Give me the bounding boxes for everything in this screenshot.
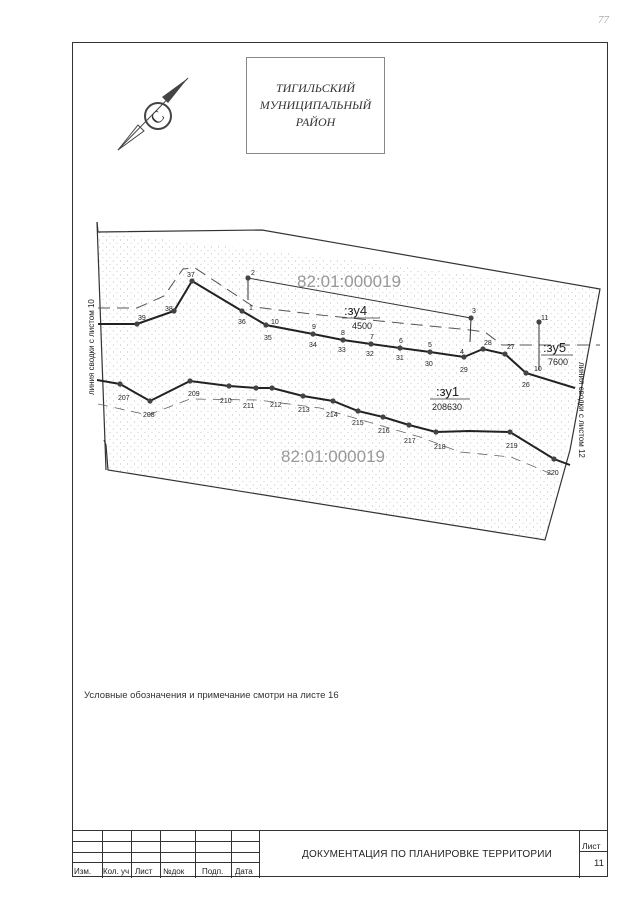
point-label-207: 207 bbox=[118, 395, 130, 402]
stamp-label-ndok: №док bbox=[163, 867, 185, 876]
stamp-label-data: Дата bbox=[235, 867, 253, 876]
parcel-zu4-name: :зу4 bbox=[344, 303, 367, 318]
point-label-34: 34 bbox=[309, 342, 317, 349]
stamp-col-list bbox=[132, 831, 161, 878]
territory-shading bbox=[98, 232, 600, 540]
stamp-label-izm: Изм. bbox=[74, 867, 92, 876]
stamp-title-cell bbox=[260, 831, 580, 878]
point-label-11: 11 bbox=[541, 315, 548, 322]
sheet-frame bbox=[72, 42, 608, 877]
point-label-216: 216 bbox=[378, 428, 390, 435]
dashed-boundary bbox=[98, 267, 600, 346]
stamp-row-line-2 bbox=[72, 852, 260, 853]
point-label-217: 217 bbox=[404, 438, 416, 445]
district-title-line-2: МУНИЦИПАЛЬНЫЙ bbox=[259, 98, 372, 112]
stamp-col-izm bbox=[72, 831, 103, 878]
point-label-3: 3 bbox=[472, 308, 476, 315]
point-label-211: 211 bbox=[243, 403, 254, 410]
point-label-36: 36 bbox=[238, 319, 246, 326]
point-label-33: 33 bbox=[338, 347, 346, 354]
road-axis-upper bbox=[98, 279, 576, 389]
point-label-4: 4 bbox=[460, 349, 464, 356]
point-label-2: 2 bbox=[251, 270, 255, 277]
point-label-212: 212 bbox=[270, 402, 282, 409]
dashed-boundary-lower bbox=[97, 398, 555, 476]
territory-boundary bbox=[96, 221, 601, 541]
stamp-col-podp bbox=[196, 831, 232, 878]
point-label-8: 8 bbox=[341, 330, 345, 337]
point-label-31: 31 bbox=[396, 355, 404, 362]
point-label-214: 214 bbox=[326, 412, 338, 419]
point-label-7: 7 bbox=[370, 334, 374, 341]
parcel-zu4-area: 4500 bbox=[352, 321, 372, 331]
parcel-zu1-area: 208630 bbox=[432, 402, 462, 412]
parcel-zu1-name: :зу1 bbox=[436, 384, 459, 399]
stamp-col-data bbox=[232, 831, 260, 878]
point-label-35: 35 bbox=[264, 335, 272, 342]
stamp-col-ndok bbox=[161, 831, 196, 878]
point-label-5: 5 bbox=[428, 342, 432, 349]
point-label-213: 213 bbox=[298, 407, 310, 414]
point-label-37: 37 bbox=[187, 272, 195, 279]
district-title-line-3: РАЙОН bbox=[295, 115, 336, 129]
point-label-219: 219 bbox=[506, 443, 518, 450]
title-block: Изм. Кол. уч Лист №док Подп. Дата bbox=[72, 830, 608, 878]
point-label-220: 220 bbox=[547, 470, 559, 477]
point-label-10-upper: 10 bbox=[271, 319, 279, 326]
parcel-zu5-name: :зу5 bbox=[543, 340, 566, 355]
point-label-29: 29 bbox=[460, 367, 468, 374]
point-label-10-lower: 10 bbox=[534, 366, 542, 373]
legend-note: Условные обозначения и примечание смотри… bbox=[84, 690, 339, 701]
point-label-208: 208 bbox=[143, 412, 155, 419]
stamp-row-line-3 bbox=[72, 862, 260, 863]
point-label-32: 32 bbox=[366, 351, 374, 358]
stamp-col-kol bbox=[103, 831, 132, 878]
right-sheet-join-line: линия сводки с листом 12 bbox=[577, 362, 586, 458]
district-title-box: ТИГИЛЬСКИЙ МУНИЦИПАЛЬНЫЙ РАЙОН bbox=[246, 57, 385, 154]
point-label-38: 38 bbox=[165, 306, 173, 313]
stamp-label-kol: Кол. уч bbox=[103, 867, 130, 876]
corner-handwritten-mark: 77 bbox=[598, 14, 609, 26]
point-label-215: 215 bbox=[352, 420, 364, 427]
point-label-27: 27 bbox=[507, 344, 515, 351]
left-sheet-join-line: линия сводки с листом 10 bbox=[87, 299, 96, 395]
survey-points-upper bbox=[134, 275, 542, 376]
point-label-28: 28 bbox=[484, 340, 492, 347]
sheet-label: Лист bbox=[582, 841, 601, 851]
cadastral-quarter-top: 82:01:000019 bbox=[297, 272, 401, 291]
parcel-zu5-area: 7600 bbox=[548, 357, 568, 367]
point-label-218: 218 bbox=[434, 444, 446, 451]
point-label-209: 209 bbox=[188, 391, 200, 398]
stamp-label-list: Лист bbox=[135, 867, 153, 876]
parcel-zu4-boundary bbox=[247, 277, 540, 370]
point-label-30: 30 bbox=[425, 361, 433, 368]
sheet-number: 11 bbox=[594, 858, 604, 869]
point-label-9: 9 bbox=[312, 324, 316, 331]
stamp-label-podp: Подп. bbox=[202, 867, 224, 876]
north-arrow-icon: C bbox=[117, 77, 189, 151]
document-title: ДОКУМЕНТАЦИЯ ПО ПЛАНИРОВКЕ ТЕРРИТОРИИ bbox=[302, 849, 553, 860]
point-label-1: 1 bbox=[249, 305, 253, 312]
point-label-39: 39 bbox=[138, 315, 146, 322]
point-label-6: 6 bbox=[399, 338, 403, 345]
svg-text:C: C bbox=[147, 107, 168, 128]
point-label-26: 26 bbox=[522, 382, 530, 389]
survey-points-lower bbox=[117, 378, 557, 462]
stamp-sheet-divider bbox=[580, 851, 608, 852]
stamp-row-line-1 bbox=[72, 841, 260, 842]
district-title-line-1: ТИГИЛЬСКИЙ bbox=[275, 81, 356, 95]
point-label-210: 210 bbox=[220, 398, 232, 405]
cadastral-quarter-bottom: 82:01:000019 bbox=[281, 447, 385, 466]
